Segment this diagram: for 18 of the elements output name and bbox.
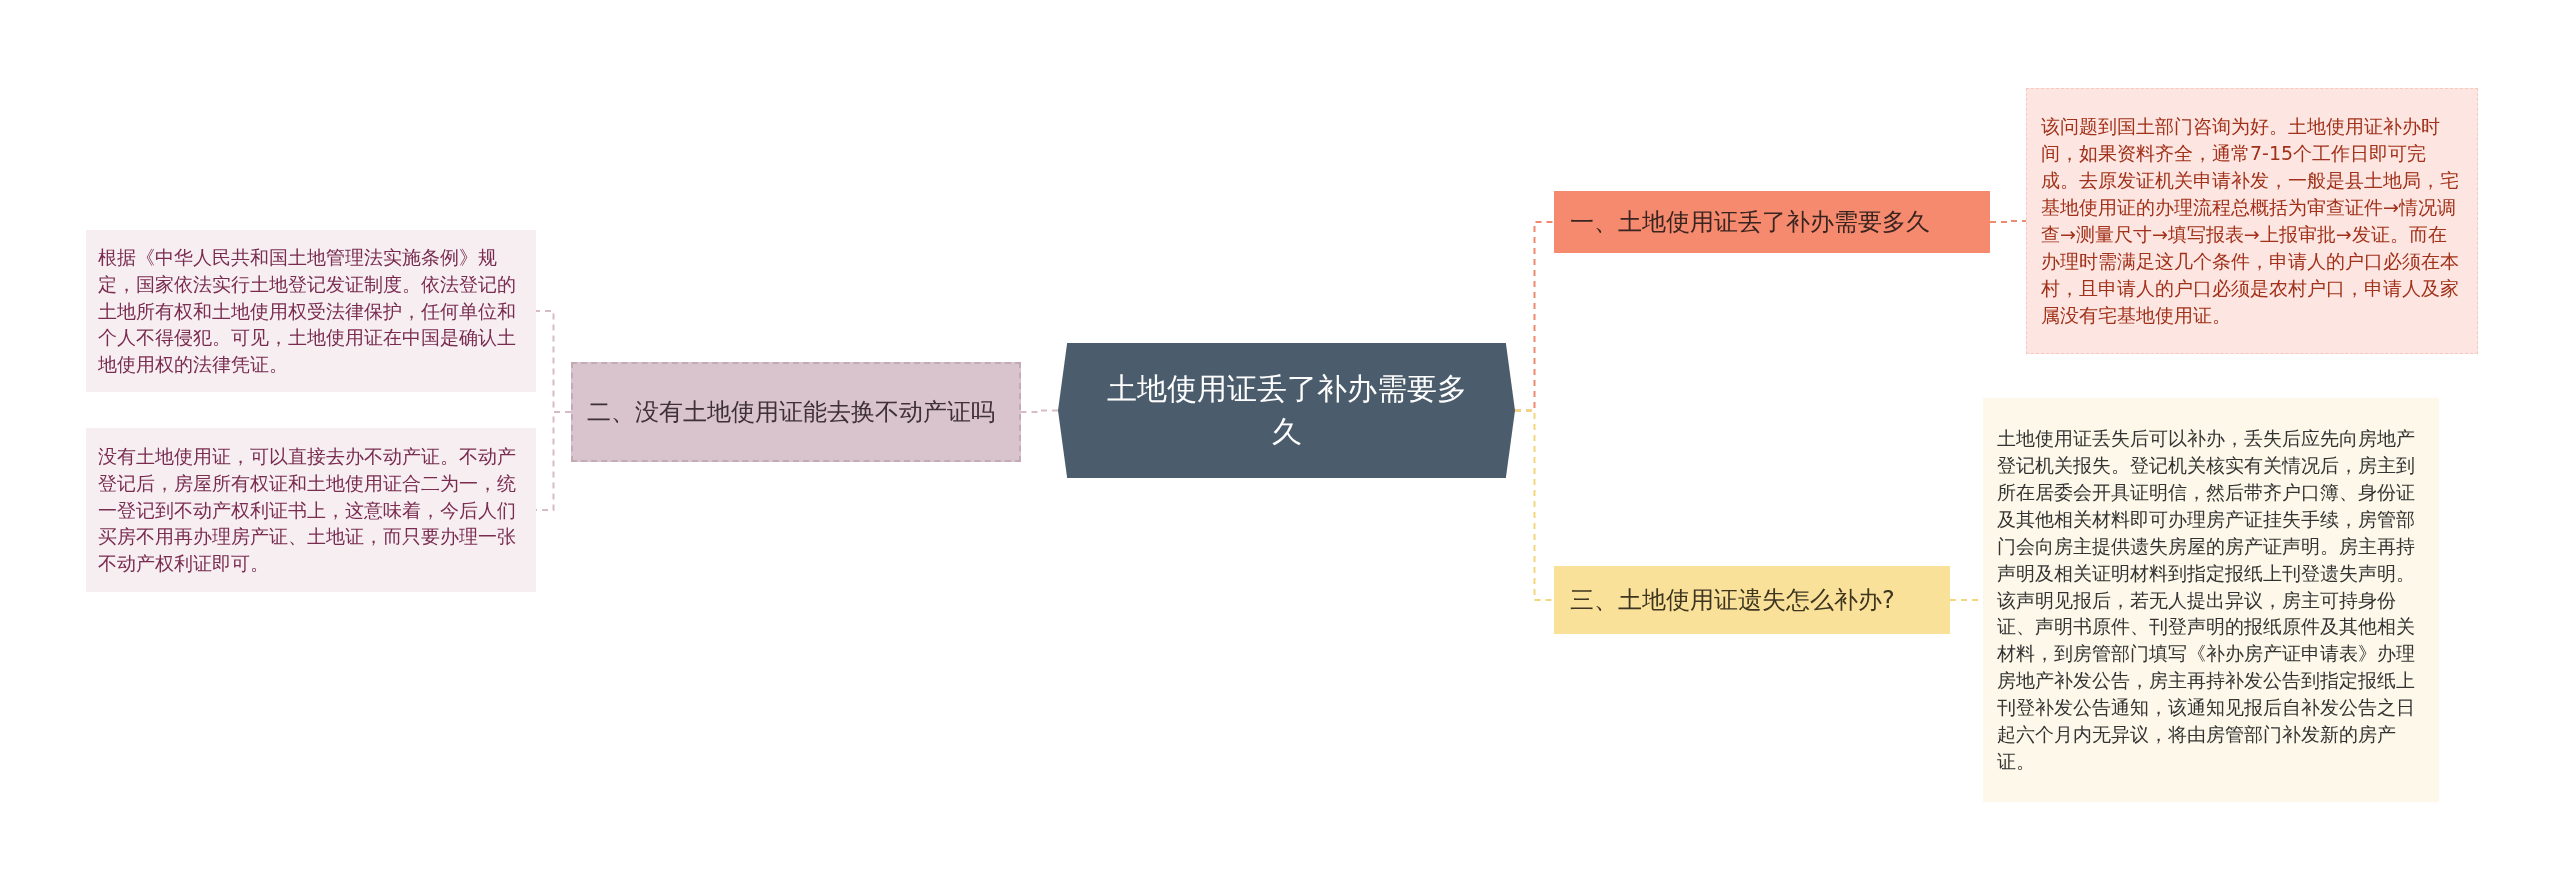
topic-text: 一、土地使用证丢了补办需要多久	[1570, 206, 1930, 238]
note-text: 土地使用证丢失后可以补办，丢失后应先向房地产登记机关报失。登记机关核实有关情况后，房主到所在居委会开具证明信，然后带齐户口簿、身份证及其他相关材料即可办理房产证挂失手续，房管部门会向房主提供遗失房屋的房产证声明。房主再持声明及相关证明材料到指定报纸上刊登遗失声明。该声明见报后，若无人提出异议，房主可持身份证、声明书原件、刊登声明的报纸原件及其他相关材料，到房管部门填写《补办房产证申请表》办理房地产补发公告，房主再持补发公告到指定报纸上刊登补发公告通知，该通知见报后自补发公告之日起六个月内无异议，将由房管部门补发新的房产证。	[1997, 425, 2416, 775]
topic-text: 土地使用证丢了补办需要多久	[1106, 369, 1467, 451]
connector-line	[1514, 409, 1555, 601]
central-topic	[1058, 343, 1515, 478]
branch-topic	[571, 362, 1021, 462]
branch-topic	[1554, 191, 1990, 253]
topic-text: 二、没有土地使用证能去换不动产证吗	[587, 396, 995, 428]
connector-line	[1020, 409, 1059, 413]
topic-text: 三、土地使用证遗失怎么补办?	[1570, 584, 1895, 616]
branch-topic	[1554, 566, 1950, 634]
note-card	[86, 428, 536, 592]
note-text: 该问题到国土部门咨询为好。土地使用证补办时间，如果资料齐全，通常7-15个工作日即可完成。去原发证机关申请补发，一般是县土地局，宅基地使用证的办理流程总概括为审查证件→情况调查→测量尺寸→填写报表→上报审批→发证。而在办理时需满足这几个条件，申请人的户口必须在本村，且申请人的户口必须是农村户口，申请人及家属没有宅基地使用证。	[2041, 114, 2460, 328]
note-text: 没有土地使用证，可以直接去办不动产证。不动产登记后，房屋所有权证和土地使用证合二为一，统一登记到不动产权利证书上，这意味着，今后人们买房不用再办理房产证、土地证，而只要办理一张不动产权利证即可。	[98, 443, 517, 577]
connector-line	[1989, 220, 2027, 223]
note-text: 根据《中华人民共和国土地管理法实施条例》规定，国家依法实行土地登记发证制度。依法登记的土地所有权和土地使用权受法律保护，任何单位和个人不得侵犯。可见，土地使用证在中国是确认土地使用权的法律凭证。	[98, 244, 517, 378]
note-card	[2026, 88, 2478, 354]
note-card	[86, 230, 536, 392]
